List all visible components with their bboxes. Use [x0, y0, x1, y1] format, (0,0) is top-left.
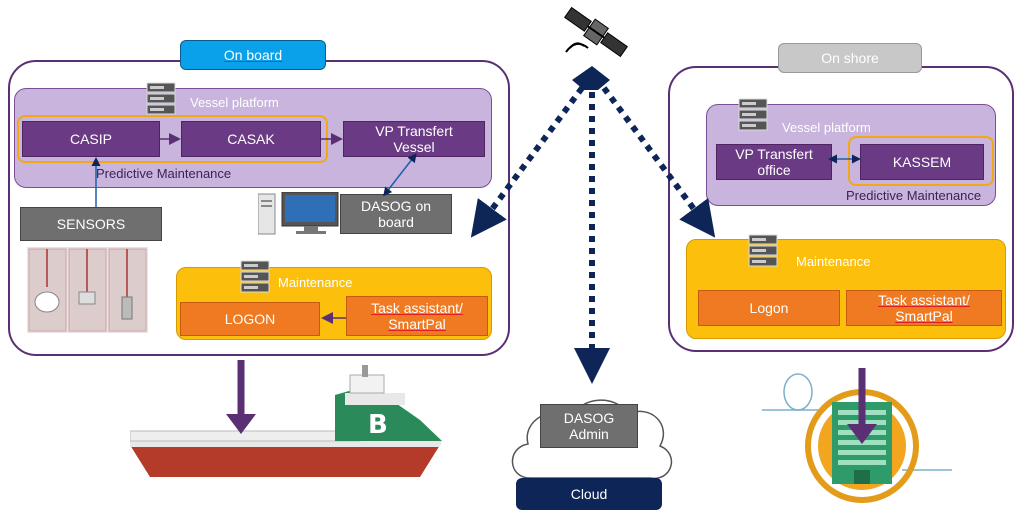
- onshore-logon-label: Logon: [749, 300, 789, 316]
- kassem-label: KASSEM: [892, 154, 952, 170]
- dasog-onboard-label: DASOG on board: [360, 198, 432, 230]
- svg-text:B: B: [368, 410, 388, 440]
- task-assistant-box[interactable]: Task assistant/ SmartPal: [346, 296, 488, 336]
- casak-label: CASAK: [227, 131, 275, 147]
- onshore-maintenance-server-icon: [748, 234, 778, 268]
- onboard-maintenance-server-icon: [240, 260, 270, 294]
- onboard-vessel-platform-title: Vessel platform: [190, 95, 279, 110]
- vp-transfert-vessel-box[interactable]: VP Transfert Vessel: [343, 121, 485, 157]
- vp-transfert-office-label: VP Transfert office: [735, 146, 813, 178]
- onshore-predictive-label: Predictive Maintenance: [846, 188, 982, 203]
- task-assistant-label: Task assistant/ SmartPal: [371, 300, 463, 332]
- onboard-tab: On board: [180, 40, 326, 70]
- casip-label: CASIP: [69, 131, 112, 147]
- vp-transfert-vessel-label: VP Transfert Vessel: [375, 123, 453, 155]
- casip-box[interactable]: CASIP: [22, 121, 160, 157]
- onboard-predictive-label: Predictive Maintenance: [96, 166, 232, 181]
- vp-transfert-office-box[interactable]: VP Transfert office: [716, 144, 832, 180]
- computer-icon: [258, 192, 340, 236]
- onshore-server-icon: [738, 98, 768, 132]
- sensors-label: SENSORS: [56, 216, 126, 232]
- ship-image: B: [130, 365, 450, 485]
- logon-box[interactable]: LOGON: [180, 302, 320, 336]
- cloud-label-box: Cloud: [516, 478, 662, 510]
- onboard-maintenance-title: Maintenance: [278, 275, 353, 290]
- onboard-server-icon: [146, 82, 176, 116]
- onshore-task-assistant-label: Task assistant/ SmartPal: [878, 292, 970, 324]
- onshore-tab-label: On shore: [821, 50, 879, 66]
- onshore-maintenance-title: Maintenance: [796, 254, 871, 269]
- cloud-label: Cloud: [570, 486, 608, 502]
- onboard-tab-label: On board: [223, 47, 283, 63]
- onshore-vessel-platform-title: Vessel platform: [782, 120, 871, 135]
- sensors-box[interactable]: SENSORS: [20, 207, 162, 241]
- dasog-admin-label: DASOG Admin: [563, 410, 615, 442]
- office-building-image: [762, 368, 952, 508]
- logon-label: LOGON: [224, 311, 276, 327]
- kassem-box[interactable]: KASSEM: [860, 144, 984, 180]
- satellite-icon: [560, 4, 632, 60]
- sensors-image: [27, 247, 148, 333]
- dasog-admin-box[interactable]: DASOG Admin: [540, 404, 638, 448]
- onshore-task-assistant-box[interactable]: Task assistant/ SmartPal: [846, 290, 1002, 326]
- onshore-logon-box[interactable]: Logon: [698, 290, 840, 326]
- casak-box[interactable]: CASAK: [181, 121, 321, 157]
- onshore-tab: On shore: [778, 43, 922, 73]
